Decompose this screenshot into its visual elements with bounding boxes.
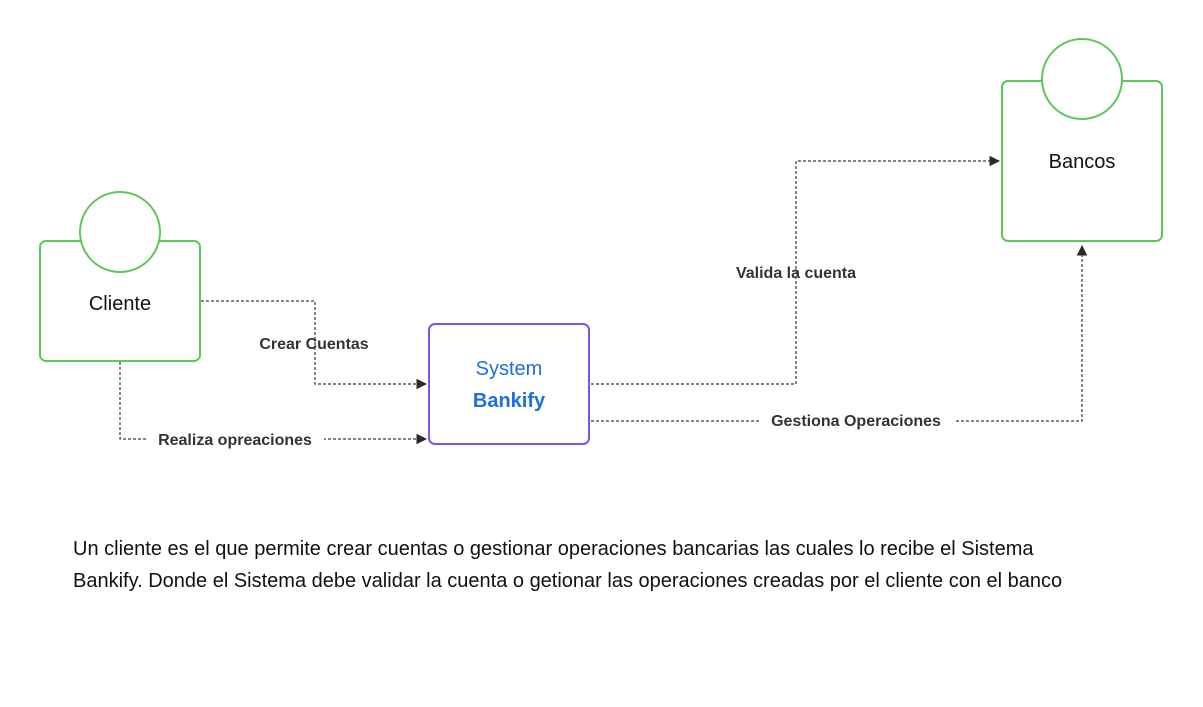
edge-label-realiza-operaciones: Realiza opreaciones (158, 432, 312, 449)
edge-label-crear-cuentas: Crear Cuentas (259, 336, 368, 353)
actor-cliente: Cliente (39, 191, 201, 362)
edge-label-bg-realiza (147, 430, 324, 448)
edge-valida-cuenta (591, 155, 1001, 385)
edge-crear-cuentas (201, 300, 428, 390)
system-bankify: System Bankify (428, 323, 590, 445)
actor-cliente-head-icon (79, 191, 161, 273)
actor-cliente-label: Cliente (89, 293, 151, 315)
edge-label-gestiona-operaciones: Gestiona Operaciones (771, 413, 941, 430)
actor-bancos-head-icon (1041, 38, 1123, 120)
system-label-line2: Bankify (473, 390, 546, 412)
actor-bancos-label: Bancos (1049, 151, 1116, 173)
edge-gestiona-operaciones (591, 244, 1088, 422)
system-label-line1: System (476, 358, 543, 380)
actor-bancos: Bancos (1001, 38, 1163, 242)
edge-label-bg-gestiona (759, 412, 954, 430)
system-box (428, 323, 590, 445)
diagram-description: Un cliente es el que permite crear cuent… (73, 538, 1063, 592)
edge-realiza-operaciones (119, 362, 428, 445)
use-case-diagram: Cliente Bancos System Bankify Crear Cuen… (39, 38, 1163, 449)
edge-label-valida-cuenta: Valida la cuenta (736, 265, 856, 282)
